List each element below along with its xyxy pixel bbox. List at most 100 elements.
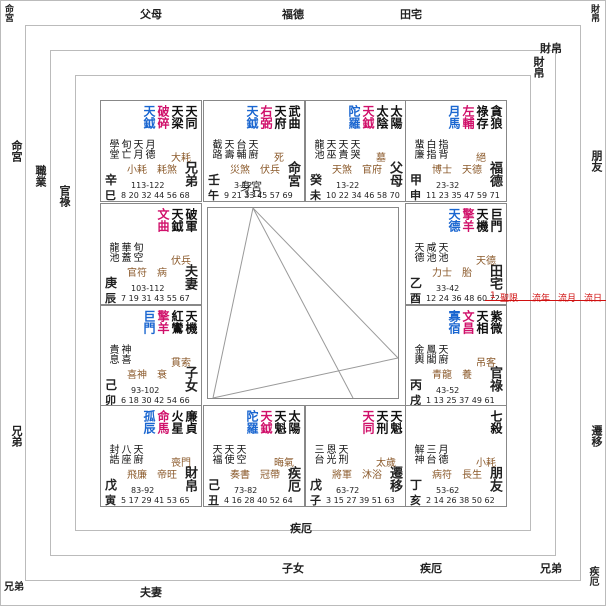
aux-star: 命馬 (156, 410, 170, 434)
branch: 丑 (208, 494, 219, 507)
god-label: 青龍 (432, 370, 452, 381)
minor-star: 學堂 (107, 139, 118, 159)
minor-star: 旬亡 (119, 139, 130, 159)
aux-star: 左輔 (461, 105, 475, 129)
main-star: 七殺 (489, 410, 503, 434)
god-label: 力士 (432, 268, 452, 279)
main-star: 火星 (170, 410, 184, 434)
main-star: 太陰 (375, 105, 389, 129)
god-label: 博士 (432, 165, 452, 176)
aux-star: 擎羊 (461, 208, 475, 232)
god-label-2: 帝旺 (157, 470, 177, 481)
aux-star: 文昌 (461, 310, 475, 334)
minor-star: 鳳閣 (424, 344, 435, 364)
minor-star: 天壽 (222, 139, 233, 159)
outer-bottom-1: 子女 (282, 562, 304, 575)
minor-star: 天池 (436, 242, 447, 262)
minor-star: 神喜 (119, 344, 130, 364)
branch: 酉 (410, 292, 421, 305)
stem: 戊 (105, 478, 118, 492)
main-star: 太陽 (389, 105, 403, 129)
age-numbers: 8 20 32 44 56 68 (121, 191, 190, 200)
bar-d: 流月 (558, 294, 577, 304)
minor-star: 華蓋 (119, 242, 130, 262)
god-label: 將軍 (332, 470, 352, 481)
god-label-2: 沐浴 (362, 470, 382, 481)
minor-star: 貴息 (107, 344, 118, 364)
stem: 庚 (105, 276, 118, 290)
god-label: 奏書 (230, 470, 250, 481)
main-star: 紅鸞 (170, 310, 184, 334)
minor-star: 天廚 (246, 139, 257, 159)
aux-star: 孤辰 (142, 410, 156, 434)
outer-left-0: 命宮 (10, 140, 23, 162)
main-star: 天同 (184, 105, 198, 129)
palace-name: 疾厄 (285, 466, 300, 492)
aux-star: 擎羊 (156, 310, 170, 334)
god-label: 病符 (432, 470, 452, 481)
aux-star: 右弼 (259, 105, 273, 129)
age-range: 33-42 (436, 284, 460, 293)
minor-star: 天刑 (336, 444, 347, 464)
stem: 癸 (310, 173, 323, 187)
outer-ring-4 (75, 75, 531, 531)
age-numbers: 2 14 26 38 50 62 (426, 496, 495, 505)
center-body-palace: 身宮 (240, 180, 262, 193)
minor-star: 天德 (412, 242, 423, 262)
age-numbers: 7 19 31 43 55 67 (121, 294, 190, 303)
main-star: 天府 (273, 105, 287, 129)
minor-star: 封誥 (107, 444, 118, 464)
minor-star: 龍池 (107, 242, 118, 262)
main-star: 天機 (475, 208, 489, 232)
stem: 甲 (410, 173, 423, 187)
minor-star: 天福 (210, 444, 221, 464)
god-label: 小耗 (127, 165, 147, 176)
god-label-3: 伏兵 (171, 256, 191, 267)
god-label-2: 胎 (462, 268, 472, 279)
minor-star: 旬空 (131, 242, 142, 262)
minor-star: 龍池 (312, 139, 323, 159)
minor-star: 台輔 (234, 139, 245, 159)
palace-name: 官祿 (487, 366, 502, 392)
stem: 丁 (410, 478, 423, 492)
stem: 戊 (310, 478, 323, 492)
aux-star: 巨門 (142, 310, 156, 334)
bar-c: 流年 (532, 294, 551, 304)
branch: 卯 (105, 394, 116, 407)
triangle-lines (212, 208, 398, 398)
age-numbers: 3 15 27 39 51 63 (326, 496, 395, 505)
outer-bottom-0: 夫妻 (140, 586, 162, 599)
god-label-3: 貫索 (171, 358, 191, 369)
god-label-3: 死 (274, 153, 284, 164)
main-star: 天鉞 (170, 208, 184, 232)
outer-top-3: 財帛 (532, 56, 545, 78)
age-range: 83-92 (131, 486, 155, 495)
minor-star: 月德 (143, 139, 154, 159)
aux-star: 天鉞 (245, 105, 259, 129)
aux-star: 天鉞 (142, 105, 156, 129)
age-range: 113-122 (131, 181, 165, 190)
branch: 申 (410, 189, 421, 202)
god-label-2: 耗煞 (157, 165, 177, 176)
outer-top-1: 福德 (282, 8, 304, 21)
age-numbers: 4 16 28 40 52 64 (224, 496, 293, 505)
minor-star: 指背 (436, 139, 447, 159)
outer-top-0: 父母 (140, 8, 162, 21)
outer-corner-bl: 兄弟 (4, 582, 24, 593)
stem: 己 (105, 378, 118, 392)
god-label: 官符 (127, 268, 147, 279)
branch: 辰 (105, 292, 116, 305)
minor-star: 天巫 (324, 139, 335, 159)
